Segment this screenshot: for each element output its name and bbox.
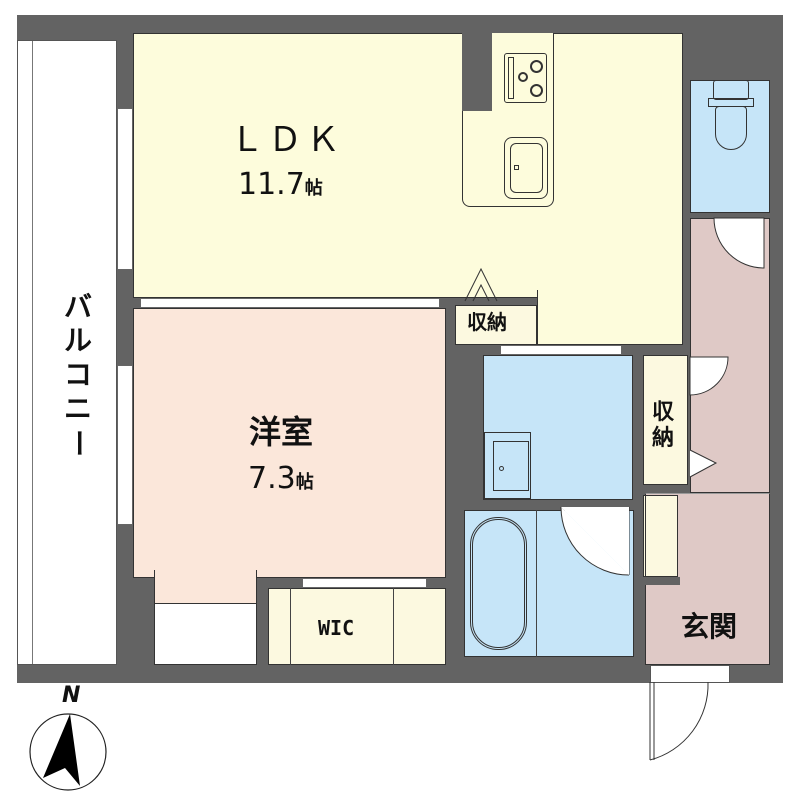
- western-size: 7.3帖: [248, 462, 314, 495]
- balcony-rail: [32, 41, 33, 664]
- ldk-size-value: 11.7: [238, 167, 305, 202]
- wic-sliding-door[interactable]: [302, 578, 427, 588]
- balcony-char: ル: [63, 324, 92, 357]
- wic-label: WIC: [318, 616, 355, 640]
- sink-icon: [504, 137, 548, 199]
- kitchen-wall-fill: [462, 33, 492, 111]
- room-wic[interactable]: [268, 588, 446, 665]
- room-western[interactable]: [133, 308, 446, 578]
- western-size-unit: 帖: [295, 472, 314, 493]
- bathtub-icon: [470, 517, 527, 650]
- entrance-label: 玄関: [681, 610, 738, 643]
- toilet-icon: [708, 80, 754, 150]
- storage-hall-label: 収 納: [652, 400, 674, 452]
- washroom-sliding-door[interactable]: [500, 345, 622, 355]
- sliding-door-ldk-western[interactable]: [140, 298, 440, 308]
- washbasin-icon: [484, 432, 531, 499]
- storage-hall-char: 収: [652, 400, 675, 425]
- balcony-label: バ ル コ ニ ー: [58, 290, 98, 460]
- door-arrow-icon: [464, 267, 498, 302]
- storage-door-icon: [689, 356, 729, 478]
- room-western-alcove: [154, 570, 257, 605]
- room-ldk-extension: [537, 290, 683, 345]
- ldk-size-unit: 帖: [304, 178, 323, 199]
- balcony-char: コ: [63, 358, 92, 391]
- balcony-char: バ: [63, 290, 92, 323]
- western-name: 洋室: [249, 413, 314, 451]
- front-door-frame: [650, 665, 730, 683]
- room-storage-hall[interactable]: [643, 355, 688, 485]
- toilet-door-icon: [713, 217, 765, 269]
- balcony-char: ー: [62, 428, 95, 457]
- window-ldk-west: [117, 108, 133, 270]
- window-western-west: [117, 365, 133, 525]
- compass-icon: [29, 713, 107, 791]
- closet-area: [154, 603, 257, 665]
- room-storage-ldk[interactable]: [455, 305, 537, 345]
- shoe-closet-wall: [645, 577, 680, 585]
- storage-hall-char: 納: [652, 426, 675, 451]
- room-washroom[interactable]: [483, 355, 633, 500]
- ldk-name: ＬＤＫ: [230, 120, 344, 160]
- bath-door-icon: [560, 506, 630, 576]
- ldk-size: 11.7帖: [238, 168, 323, 201]
- shoe-closet-cover: [645, 495, 678, 577]
- stove-icon: [504, 53, 547, 103]
- room-ldk[interactable]: [133, 33, 683, 298]
- balcony-char: ニ: [63, 392, 92, 425]
- compass-north-label: N: [62, 683, 81, 708]
- storage-ldk-label: 収納: [467, 310, 507, 334]
- front-door-icon[interactable]: [648, 680, 710, 764]
- western-size-value: 7.3: [248, 461, 296, 496]
- balcony: [17, 40, 117, 665]
